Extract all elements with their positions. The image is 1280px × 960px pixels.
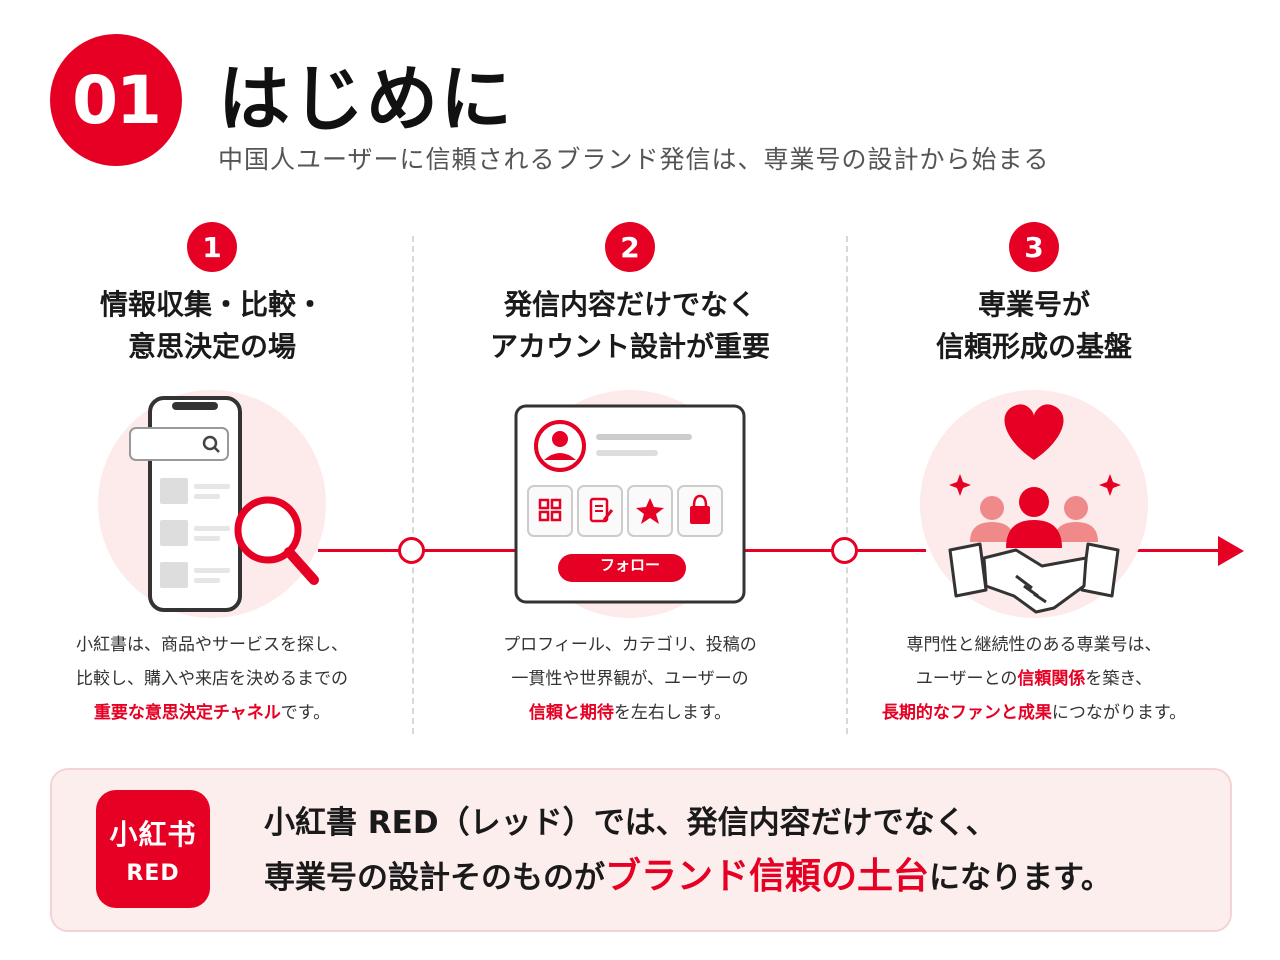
summary-line: 小紅書 RED（レッド）では、発信内容だけでなく、 (264, 805, 997, 841)
desc-line: 一貫性や世界観が、ユーザーの (511, 669, 749, 689)
phone-search-illustration (129, 396, 319, 612)
step-column-1: 1 情報収集・比較・ 意思決定の場 小紅書は、商 (12, 220, 412, 740)
magnifier-icon (234, 496, 319, 585)
desc-line: 重要な意思決定チャネルです。 (12, 696, 412, 730)
desc-text: です。 (280, 703, 331, 723)
step-title: 発信内容だけでなく アカウント設計が重要 (430, 284, 830, 368)
desc-text: につながります。 (1051, 703, 1187, 723)
people-icon (970, 496, 1098, 542)
header: 01 はじめに 中国人ユーザーに信頼されるブランド発信は、専業号の設計から始まる (0, 0, 1280, 200)
xiaohongshu-logo: 小紅书 RED (96, 790, 210, 908)
desc-highlight: 長期的なファンと成果 (881, 703, 1052, 723)
step-title-line: 発信内容だけでなく (503, 288, 756, 321)
desc-line: 比較し、購入や来店を決めるまでの (76, 669, 348, 689)
step-number: 2 (605, 222, 655, 272)
step-description: プロフィール、カテゴリ、投稿の 一貫性や世界観が、ユーザーの 信頼と期待を左右し… (430, 628, 830, 730)
step-title: 専業号が 信頼形成の基盤 (834, 284, 1234, 368)
desc-line: プロフィール、カテゴリ、投稿の (503, 635, 757, 655)
desc-line: 小紅書は、商品やサービスを探し、 (76, 635, 348, 655)
desc-line: 長期的なファンと成果につながります。 (834, 696, 1234, 730)
desc-text: を左右します。 (613, 703, 732, 723)
step-title-line: 意思決定の場 (127, 330, 296, 363)
summary-line: 専業号の設計そのものがブランド信頼の土台になります。 (264, 850, 1112, 905)
bag-icon (690, 494, 710, 524)
step-description: 専門性と継続性のある専業号は、 ユーザーとの信頼関係を築き、 長期的なファンと成… (834, 628, 1234, 730)
logo-text: 小紅书 (109, 817, 197, 851)
step-title-line: 専業号が (977, 288, 1090, 321)
follow-button (558, 554, 686, 582)
step-description: 小紅書は、商品やサービスを探し、 比較し、購入や来店を決めるまでの 重要な意思決… (12, 628, 412, 730)
connector-line (1134, 549, 1222, 552)
summary-text: 小紅書 RED（レッド）では、発信内容だけでなく、 専業号の設計そのものがブラン… (264, 796, 1112, 905)
desc-text: を築き、 (1085, 669, 1153, 689)
connector-line (742, 549, 834, 552)
column-divider (412, 236, 414, 734)
sparkle-icon (1099, 474, 1121, 496)
step-title-line: 情報収集・比較・ (99, 288, 324, 321)
profile-card-illustration (514, 404, 746, 604)
star-icon (636, 498, 664, 524)
desc-line: 専門性と継続性のある専業号は、 (906, 635, 1162, 655)
step-number: 1 (187, 222, 237, 272)
step-column-3: 3 専業号が 信頼形成の基盤 専門性と継続性のある専業号は、 ユーザーとの信頼関… (834, 220, 1234, 740)
connector-line (318, 549, 406, 552)
column-divider (846, 236, 848, 734)
desc-highlight: 信頼関係 (1017, 669, 1086, 689)
step-title-line: アカウント設計が重要 (489, 330, 770, 363)
step-title-line: 信頼形成の基盤 (935, 330, 1132, 363)
step-title: 情報収集・比較・ 意思決定の場 (12, 284, 412, 368)
page-title: はじめに (218, 57, 515, 141)
desc-line: 信頼と期待を左右します。 (430, 696, 830, 730)
note-icon (589, 497, 614, 523)
desc-highlight: 信頼と期待 (528, 703, 614, 723)
arrow-right-icon (1218, 536, 1244, 566)
summary-box: 小紅书 RED 小紅書 RED（レッド）では、発信内容だけでなく、 専業号の設計… (50, 768, 1232, 932)
trust-handshake-illustration (948, 404, 1121, 614)
desc-line: ユーザーとの信頼関係を築き、 (834, 662, 1234, 696)
heart-icon (1004, 404, 1064, 460)
connector-line (858, 549, 926, 552)
summary-highlight: ブランド信頼の土台 (605, 856, 930, 897)
section-number-badge: 01 (50, 34, 182, 166)
connector-node (831, 537, 858, 564)
grid-icon (538, 498, 562, 522)
page-subtitle: 中国人ユーザーに信頼されるブランド発信は、専業号の設計から始まる (218, 145, 1050, 174)
search-bar (129, 427, 229, 461)
sparkle-icon (949, 474, 971, 496)
step-number: 3 (1009, 222, 1059, 272)
desc-text: ユーザーとの (915, 669, 1018, 689)
desc-highlight: 重要な意思決定チャネル (93, 703, 281, 723)
logo-text: RED (126, 860, 180, 886)
connector-node (398, 537, 425, 564)
step-column-2: 2 発信内容だけでなく アカウント設計が重要 (430, 220, 830, 740)
follow-button-label: フォロー (599, 556, 660, 574)
connector-line (424, 549, 516, 552)
handshake-icon (948, 542, 1120, 614)
summary-text-part: になります。 (929, 860, 1112, 896)
search-icon (202, 435, 220, 453)
avatar-icon (534, 420, 586, 472)
summary-text-part: 専業号の設計そのものが (264, 860, 605, 896)
